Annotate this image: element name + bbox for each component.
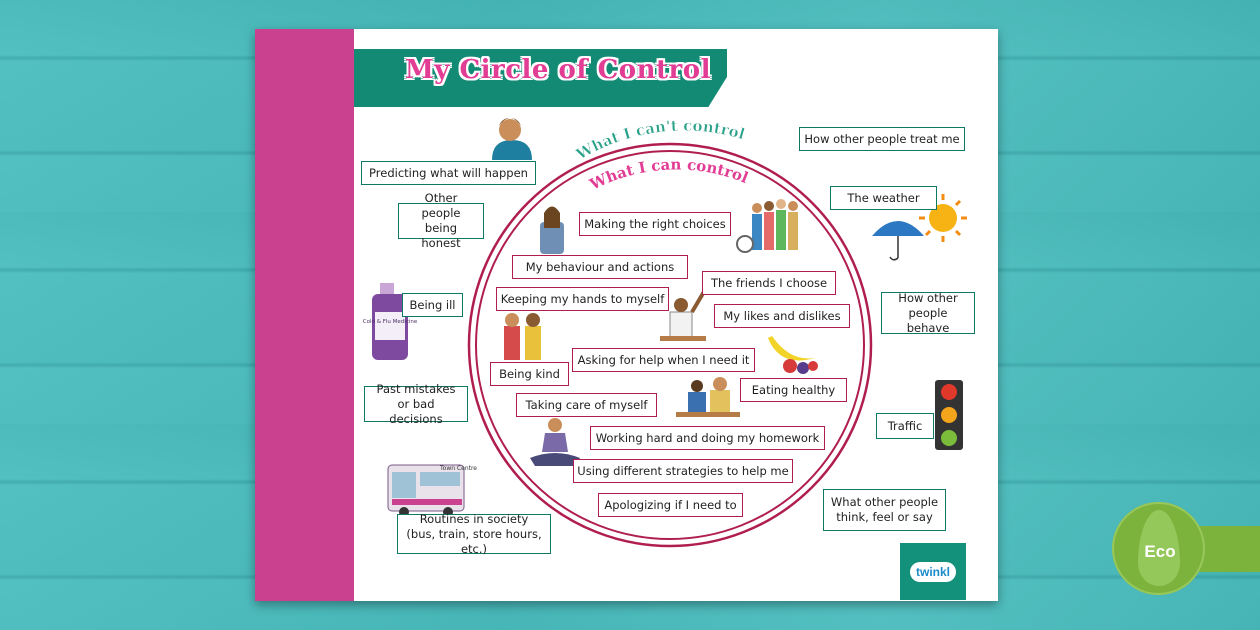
- leaf-icon: [1138, 510, 1180, 586]
- cant-control-item: Being ill: [402, 293, 463, 317]
- cant-control-item: Predicting what will happen: [361, 161, 536, 185]
- can-control-item: Working hard and doing my homework: [590, 426, 825, 450]
- studying-kids-icon: [676, 377, 740, 417]
- cant-control-item: How other people treat me: [799, 127, 965, 151]
- can-control-item: Apologizing if I need to: [598, 493, 743, 517]
- page-title: My Circle of Control: [405, 55, 711, 85]
- can-control-item: My likes and dislikes: [714, 304, 850, 328]
- cant-control-item: The weather: [830, 186, 937, 210]
- cant-control-item: Routines in society (bus, train, store h…: [397, 512, 551, 556]
- eco-badge-label: Eco: [1144, 542, 1176, 561]
- cant-control-item: Traffic: [876, 413, 934, 439]
- fruit-icon: [768, 336, 818, 374]
- pink-side-strip: [255, 29, 354, 601]
- cant-control-item: What other people think, feel or say: [823, 489, 946, 531]
- can-control-item: Using different strategies to help me: [573, 459, 793, 483]
- can-control-item: The friends I choose: [702, 271, 836, 295]
- bus-icon: Town Centre: [387, 464, 477, 517]
- cant-control-item: Other people being honest: [398, 191, 484, 250]
- cant-control-item: How other people behave: [881, 291, 975, 335]
- svg-text:Cold & Flu Medicine: Cold & Flu Medicine: [363, 319, 418, 325]
- two-kids-icon: [504, 313, 541, 360]
- medicine-bottle-icon: Cold & Flu Medicine: [363, 283, 418, 360]
- twinkl-logo: twinkl: [900, 543, 966, 600]
- can-control-item: My behaviour and actions: [512, 255, 688, 279]
- cant-control-item: Past mistakes or bad decisions: [364, 382, 468, 426]
- can-control-item: Keeping my hands to myself: [496, 287, 669, 311]
- outer-circle: [467, 142, 873, 548]
- can-control-item: Being kind: [490, 362, 569, 386]
- umbrella-icon: [872, 221, 924, 261]
- meditating-girl-icon: [530, 418, 580, 466]
- person-icon: [492, 118, 532, 160]
- inner-circle: [475, 150, 865, 540]
- twinkl-logo-text: twinkl: [909, 561, 956, 582]
- can-control-item: Making the right choices: [579, 212, 731, 236]
- girl-icon: [540, 206, 564, 254]
- can-control-item: Eating healthy: [740, 378, 847, 402]
- can-control-item: Taking care of myself: [516, 393, 657, 417]
- traffic-light-icon: [935, 380, 963, 450]
- eco-badge-bar: [1195, 526, 1260, 572]
- svg-text:Town Centre: Town Centre: [439, 465, 477, 472]
- kids-group-icon: [736, 199, 798, 253]
- title-banner: [354, 49, 727, 107]
- can-control-item: Asking for help when I need it: [572, 348, 755, 372]
